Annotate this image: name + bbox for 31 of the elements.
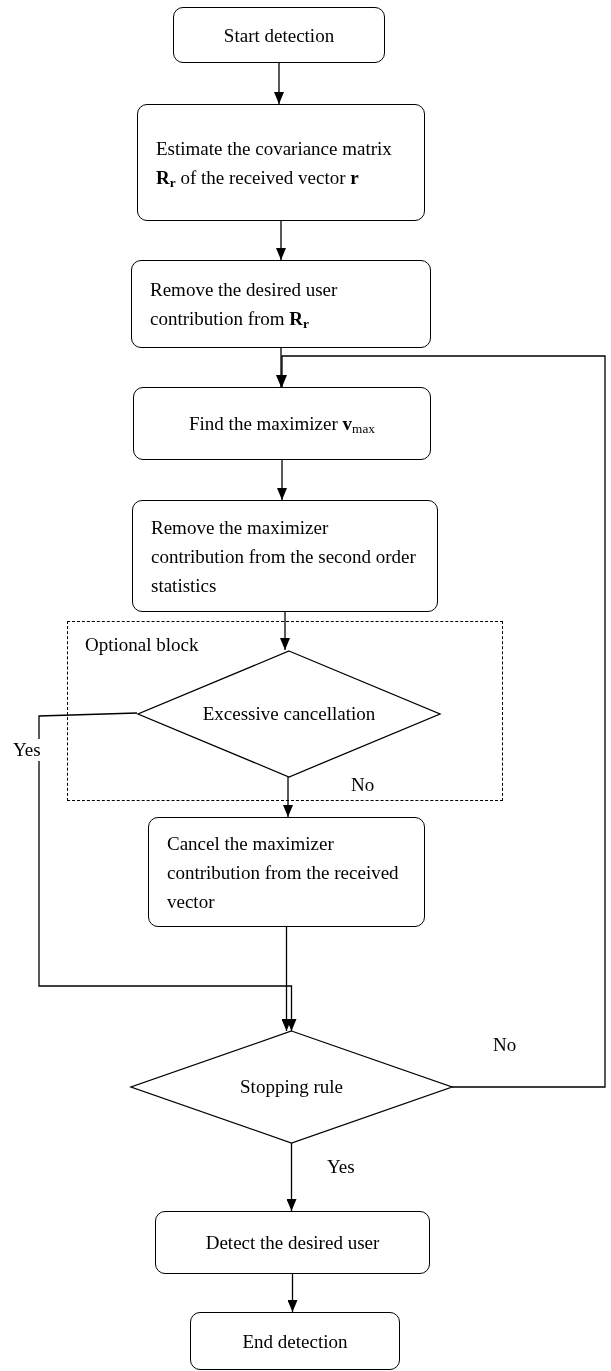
decision-diamond (131, 1031, 452, 1143)
process-box (132, 500, 438, 612)
node-text: Remove the maximizer contribution from the second order statistics (151, 515, 417, 598)
process-box (133, 387, 431, 460)
process-box (155, 1211, 430, 1274)
arrow (38, 712, 297, 1032)
arrow (280, 611, 290, 651)
arrow (281, 926, 292, 1032)
node-text: End detection (242, 1329, 348, 1354)
node-text: Estimate the covariance matrix R$_{r}$ of the received vector r (156, 136, 393, 192)
block-title: Optional block (85, 633, 199, 657)
optional-block-frame (67, 621, 503, 801)
process-box (137, 104, 425, 221)
node-text: Stopping rule (240, 1075, 343, 1099)
process-box (148, 817, 425, 927)
node-text: Detect the desired user (205, 1231, 380, 1255)
edge-label: Yes (12, 739, 42, 761)
arrow (283, 775, 293, 818)
process-box (190, 1312, 400, 1370)
arrow (274, 62, 284, 105)
node-text: Remove the desired user contribution from R$_{r}$ (150, 278, 339, 333)
node-text: Find the maximizer v$_{max}$ (189, 412, 375, 438)
node-text: Cancel the maximizer contribution from the received vector (167, 831, 400, 914)
process-box (173, 7, 385, 63)
arrow (276, 220, 286, 261)
process-box (131, 260, 431, 348)
arrow (277, 459, 287, 501)
arrow (286, 1142, 297, 1212)
node-text: Excessive cancellation (201, 702, 377, 726)
arrow (287, 1273, 298, 1313)
node-text: Start detection (223, 23, 335, 48)
